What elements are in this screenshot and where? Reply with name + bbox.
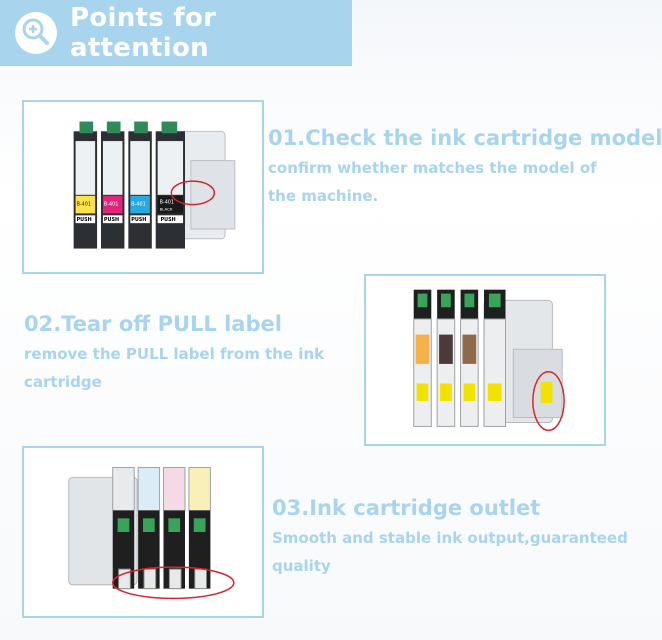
cartridge-label: B-401	[131, 202, 145, 208]
highlight-circle	[170, 180, 216, 206]
cartridge-yellow: B-401 PUSH	[73, 121, 98, 249]
push-label: PUSH	[77, 217, 92, 223]
push-label: PUSH	[161, 217, 176, 223]
highlight-circle	[532, 370, 565, 432]
cartridge-outlet-group	[112, 467, 211, 590]
point-1-description: confirm whether matches the model of the…	[268, 159, 597, 205]
point-2-description: remove the PULL label from the ink cartr…	[24, 345, 325, 391]
title-banner: Points for attention	[0, 0, 352, 66]
photo-cartridge-model: B-401 PUSH B-401 PUSH B-401 PUSH	[22, 100, 264, 274]
black-label: BLACK	[160, 206, 173, 211]
cartridge-magenta: B-401 PUSH	[100, 121, 125, 249]
point-3-heading: 03.Ink cartridge outlet	[272, 496, 541, 520]
push-label: PUSH	[104, 217, 119, 223]
highlight-circle	[111, 566, 235, 600]
point-1-heading: 01.Check the ink cartridge model	[268, 126, 662, 150]
cartridge-label: B-401	[77, 202, 91, 208]
cartridge-label: B-401	[104, 202, 118, 208]
point-2-heading: 02.Tear off PULL label	[24, 312, 282, 336]
cartridge-set-image: B-401 PUSH B-401 PUSH B-401 PUSH	[73, 121, 236, 249]
point-3-description: Smooth and stable ink output,guaranteed …	[272, 529, 628, 575]
banner-title: Points for attention	[70, 3, 217, 63]
clear-cartridge-group	[413, 289, 506, 427]
cartridge-black: B-401 BLACK PUSH	[155, 121, 186, 249]
cartridge-cyan: B-401 PUSH	[128, 121, 152, 249]
magnifier-plus-icon	[15, 12, 57, 54]
photo-ink-outlet	[22, 446, 264, 618]
pull-tab	[540, 381, 553, 403]
push-label: PUSH	[131, 217, 146, 223]
cartridge-pull-image	[413, 289, 565, 432]
photo-pull-label	[364, 274, 606, 446]
cartridge-label: B-401	[160, 200, 174, 206]
cartridge-outlet-image	[68, 467, 235, 600]
